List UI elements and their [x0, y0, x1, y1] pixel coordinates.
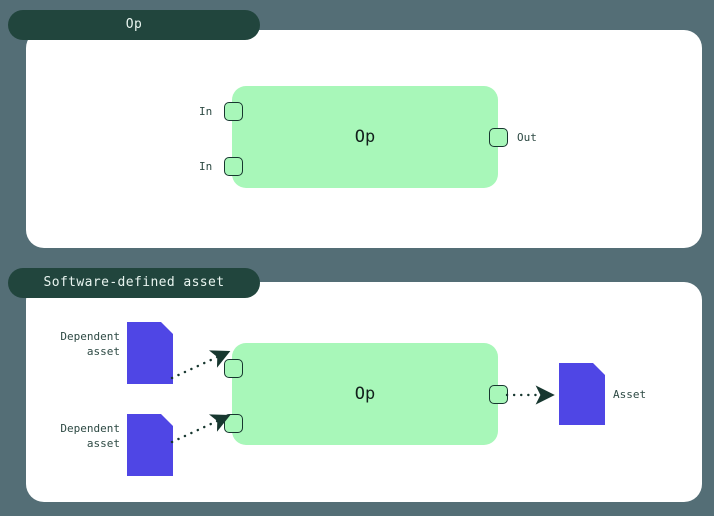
document-icon[interactable] — [559, 363, 605, 425]
output-asset-label: Asset — [613, 388, 647, 401]
dependent-asset-1-label: Dependent asset — [60, 330, 120, 358]
port-in-2-top[interactable] — [224, 157, 243, 176]
op-node-top[interactable]: Op — [232, 86, 498, 188]
port-out-top[interactable] — [489, 128, 508, 147]
port-label-in-1: In — [199, 105, 213, 118]
dotted-arrow-icon — [170, 350, 231, 380]
port-label-in-2: In — [199, 160, 213, 173]
op-node-top-label: Op — [354, 127, 376, 147]
port-label-out: Out — [517, 131, 537, 144]
panel-tab-op[interactable]: Op — [8, 10, 260, 40]
port-in-1-top[interactable] — [224, 102, 243, 121]
dependent-asset-2-label: Dependent asset — [60, 422, 120, 450]
dotted-arrow-icon — [505, 385, 555, 405]
dotted-arrow-icon — [170, 414, 231, 444]
op-node-bottom-label: Op — [354, 384, 376, 404]
document-icon[interactable] — [127, 414, 173, 476]
document-icon[interactable] — [127, 322, 173, 384]
op-node-bottom[interactable]: Op — [232, 343, 498, 445]
panel-tab-software-defined-asset[interactable]: Software-defined asset — [8, 268, 260, 298]
